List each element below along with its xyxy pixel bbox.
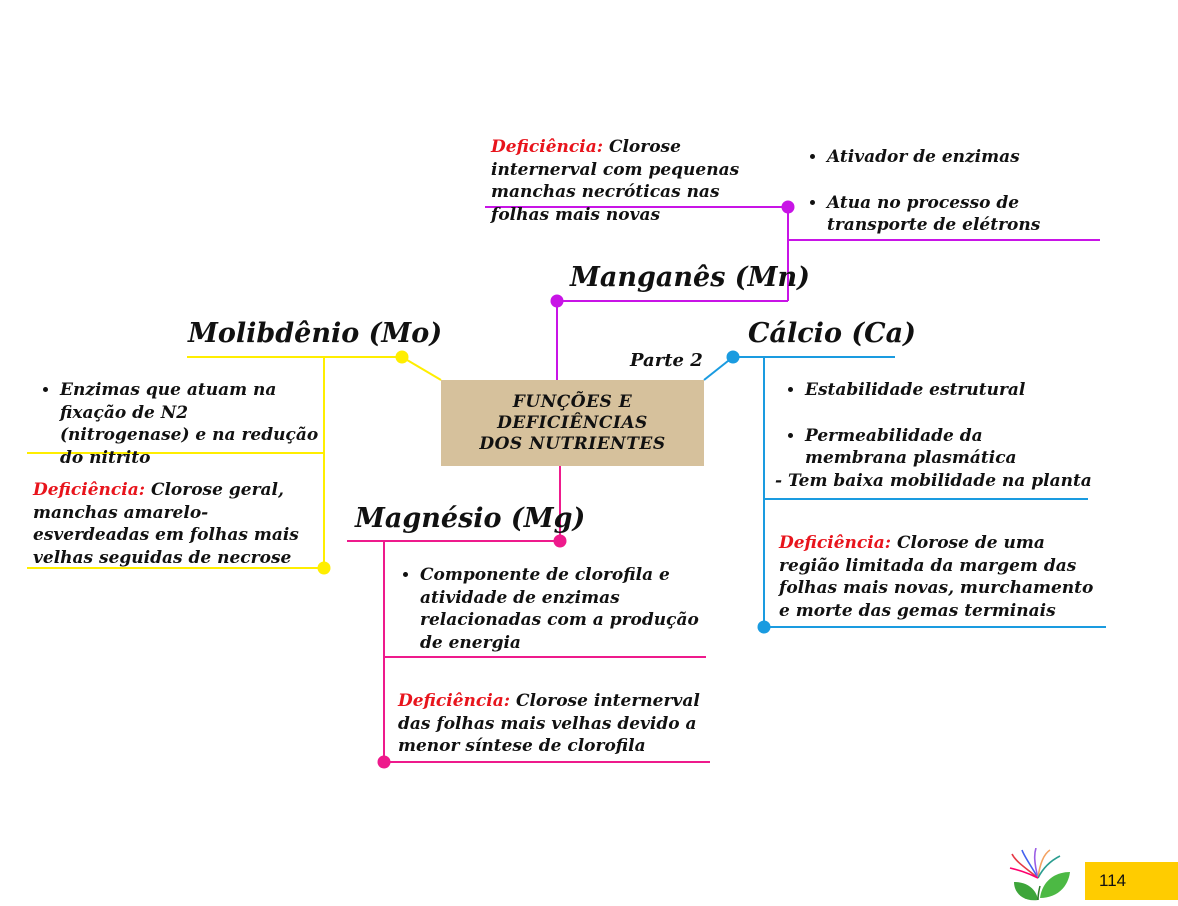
list-item: Enzimas que atuam na fixação de N2 (nitr…	[60, 379, 323, 469]
calcium-node	[726, 350, 740, 364]
calcium-deficiency-text: Clorose de uma região limitada da margem…	[779, 533, 1094, 621]
plant-leaves-icon	[1009, 848, 1070, 901]
molybdenum-deficiency-label: Deficiência:	[33, 480, 146, 500]
magnesium-deficiency: Deficiência: Clorose internerval das fol…	[398, 690, 710, 758]
manganese-deficiency-node	[781, 200, 795, 214]
molybdenum-deficiency: Deficiência: Clorose geral, manchas amar…	[33, 479, 323, 569]
molybdenum-deficiency-node	[317, 561, 331, 575]
calcium-title: Cálcio (Ca)	[748, 318, 916, 349]
manganese-node	[550, 294, 564, 308]
manganese-functions: Ativador de enzimas Atua no processo de …	[800, 146, 1098, 237]
molybdenum-connectors	[27, 356, 442, 569]
magnesium-deficiency-node	[377, 755, 391, 769]
molybdenum-functions: Enzimas que atuam na fixação de N2 (nitr…	[33, 379, 323, 469]
part-label: Parte 2	[630, 350, 703, 371]
magnesium-title: Magnésio (Mg)	[355, 503, 586, 534]
page-number-badge: 114	[1085, 862, 1178, 900]
page-number: 114	[1099, 871, 1127, 890]
magnesium-deficiency-text: Clorose internerval das folhas mais velh…	[398, 691, 700, 756]
list-item: Ativador de enzimas	[827, 146, 1098, 169]
magnesium-node	[553, 534, 567, 548]
manganese-deficiency-text: Clorose internerval com pequenas manchas…	[491, 137, 740, 225]
molybdenum-deficiency-text: Clorose geral, manchas amarelo-esverdead…	[33, 480, 299, 568]
molybdenum-title: Molibdênio (Mo)	[188, 318, 443, 349]
manganese-connectors	[485, 206, 1100, 380]
calcium-deficiency-label: Deficiência:	[779, 533, 892, 553]
magnesium-functions: Componente de clorofila e atividade de e…	[393, 564, 703, 654]
list-item: Atua no processo de transporte de elétro…	[827, 192, 1098, 237]
manganese-deficiency-label: Deficiência:	[491, 137, 604, 157]
calcium-deficiency-node	[757, 620, 771, 634]
calcium-functions: Estabilidade estrutural Permeabilidade d…	[778, 379, 1088, 470]
list-item: Estabilidade estrutural	[805, 379, 1088, 402]
center-topic-title: FUNÇÕES E DEFICIÊNCIAS DOS NUTRIENTES	[479, 391, 666, 454]
list-item: Componente de clorofila e atividade de e…	[420, 564, 703, 654]
molybdenum-node	[395, 350, 409, 364]
manganese-deficiency: Deficiência: Clorose internerval com peq…	[491, 136, 781, 226]
calcium-note: - Tem baixa mobilidade na planta	[775, 471, 1092, 491]
manganese-title: Manganês (Mn)	[570, 262, 810, 293]
magnesium-connectors	[347, 466, 710, 763]
center-topic-box: FUNÇÕES E DEFICIÊNCIAS DOS NUTRIENTES	[441, 380, 704, 466]
magnesium-deficiency-label: Deficiência:	[398, 691, 511, 711]
calcium-deficiency: Deficiência: Clorose de uma região limit…	[779, 532, 1099, 622]
list-item: Permeabilidade da membrana plasmática	[805, 425, 1088, 470]
